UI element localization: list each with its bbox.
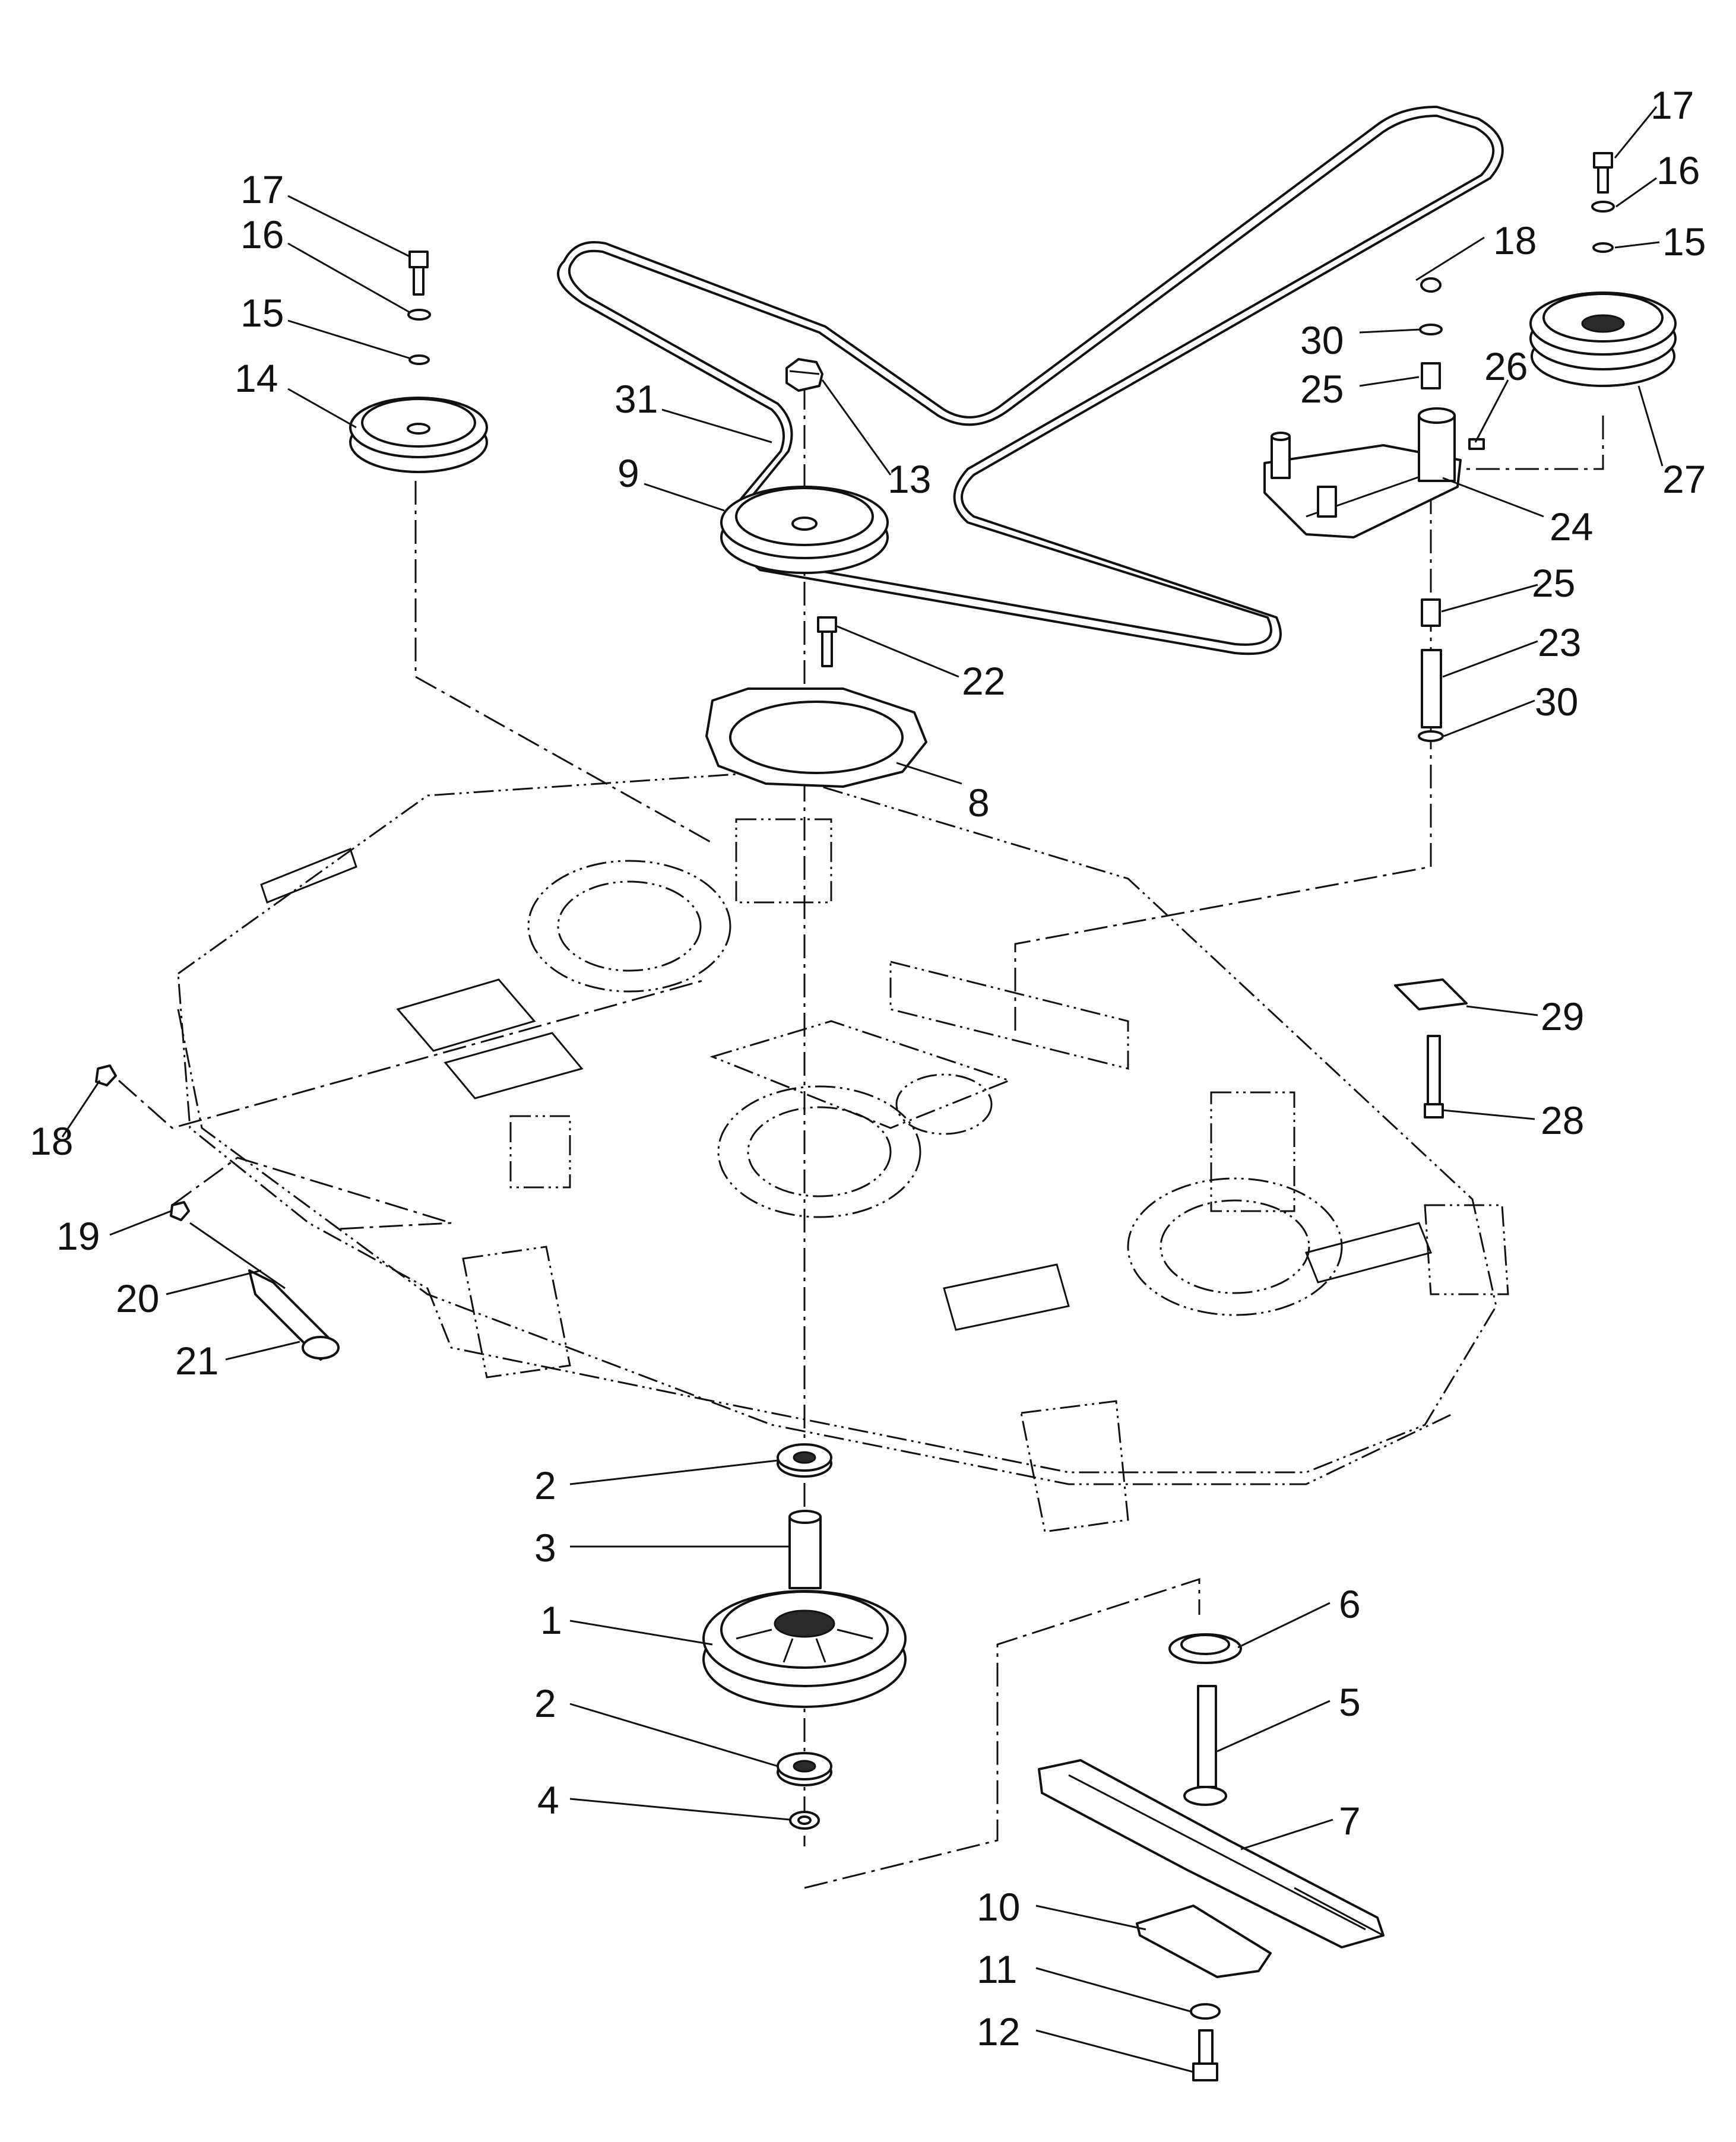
callout-26: 26 <box>1484 344 1528 388</box>
spindle-pulley <box>720 486 889 574</box>
callout-12: 12 <box>977 2010 1020 2054</box>
callout-30-top: 30 <box>1300 318 1344 362</box>
spindle-bearing-lower <box>777 1752 832 1786</box>
callout-25-top: 25 <box>1300 367 1344 411</box>
deck-decals <box>260 848 1433 1331</box>
callout-23: 23 <box>1538 620 1581 664</box>
callout-22: 22 <box>962 659 1005 703</box>
idler-pulley-grooved <box>1529 291 1677 387</box>
spindle-bearing-upper <box>777 1443 832 1478</box>
callout-2-upper: 2 <box>534 1463 556 1507</box>
callout-15-left: 15 <box>240 291 284 335</box>
spindle-washer <box>789 1811 820 1830</box>
deck-carriage-bolt-and-plate <box>1394 978 1468 1118</box>
blade-washer <box>1190 2003 1221 2020</box>
spindle-nut <box>785 358 823 392</box>
mower-deck-housing <box>177 771 1509 1533</box>
callout-15-right: 15 <box>1662 220 1706 264</box>
callout-24: 24 <box>1550 505 1593 549</box>
callout-31: 31 <box>614 377 658 421</box>
callout-16-right: 16 <box>1656 148 1700 192</box>
callout-19: 19 <box>56 1214 100 1258</box>
blade-bolt <box>1192 2029 1218 2081</box>
callout-20: 20 <box>116 1276 159 1320</box>
callout-21: 21 <box>175 1339 218 1383</box>
callout-18-left: 18 <box>30 1119 73 1163</box>
callout-labels: 17 16 15 14 31 9 13 22 8 18 30 25 26 24 … <box>30 83 1706 2054</box>
idler-pulley-flat <box>349 397 488 473</box>
blade-anti-scalp-plate <box>1136 1905 1272 1978</box>
drive-belt <box>557 106 1504 655</box>
idler-arm-assembly <box>1263 277 1485 742</box>
callout-17-left: 17 <box>240 167 284 211</box>
callout-8: 8 <box>968 781 990 825</box>
callout-25-bottom: 25 <box>1532 561 1575 605</box>
callout-29: 29 <box>1541 994 1584 1038</box>
callout-11: 11 <box>977 1947 1018 1991</box>
callout-13: 13 <box>888 457 931 501</box>
callout-30-bottom: 30 <box>1535 680 1578 724</box>
callout-7: 7 <box>1339 1799 1361 1843</box>
callout-27: 27 <box>1662 457 1706 501</box>
leader-lines <box>61 106 1664 2073</box>
callout-1: 1 <box>540 1598 562 1642</box>
spindle-spacer <box>788 1510 822 1589</box>
callout-16-left: 16 <box>240 213 284 256</box>
spindle-housing <box>702 1590 907 1708</box>
mower-blade <box>1038 1759 1385 1948</box>
callout-28: 28 <box>1541 1098 1584 1142</box>
deck-lift-link <box>95 1064 340 1361</box>
right-idler-hardware <box>1591 152 1615 253</box>
left-idler-hardware <box>407 251 431 365</box>
callout-14: 14 <box>235 356 278 400</box>
callout-6: 6 <box>1339 1582 1361 1626</box>
callout-3: 3 <box>534 1526 556 1570</box>
callout-9: 9 <box>617 451 639 495</box>
callout-5: 5 <box>1339 1680 1361 1724</box>
callout-4: 4 <box>537 1778 559 1822</box>
housing-bolt <box>817 616 837 667</box>
spindle-shaft <box>1168 1633 1242 1806</box>
callout-2-lower: 2 <box>534 1681 556 1725</box>
callout-18-top: 18 <box>1493 218 1537 262</box>
spindle-plate <box>705 687 927 788</box>
callout-17-right: 17 <box>1651 83 1694 127</box>
callout-10: 10 <box>977 1885 1020 1929</box>
